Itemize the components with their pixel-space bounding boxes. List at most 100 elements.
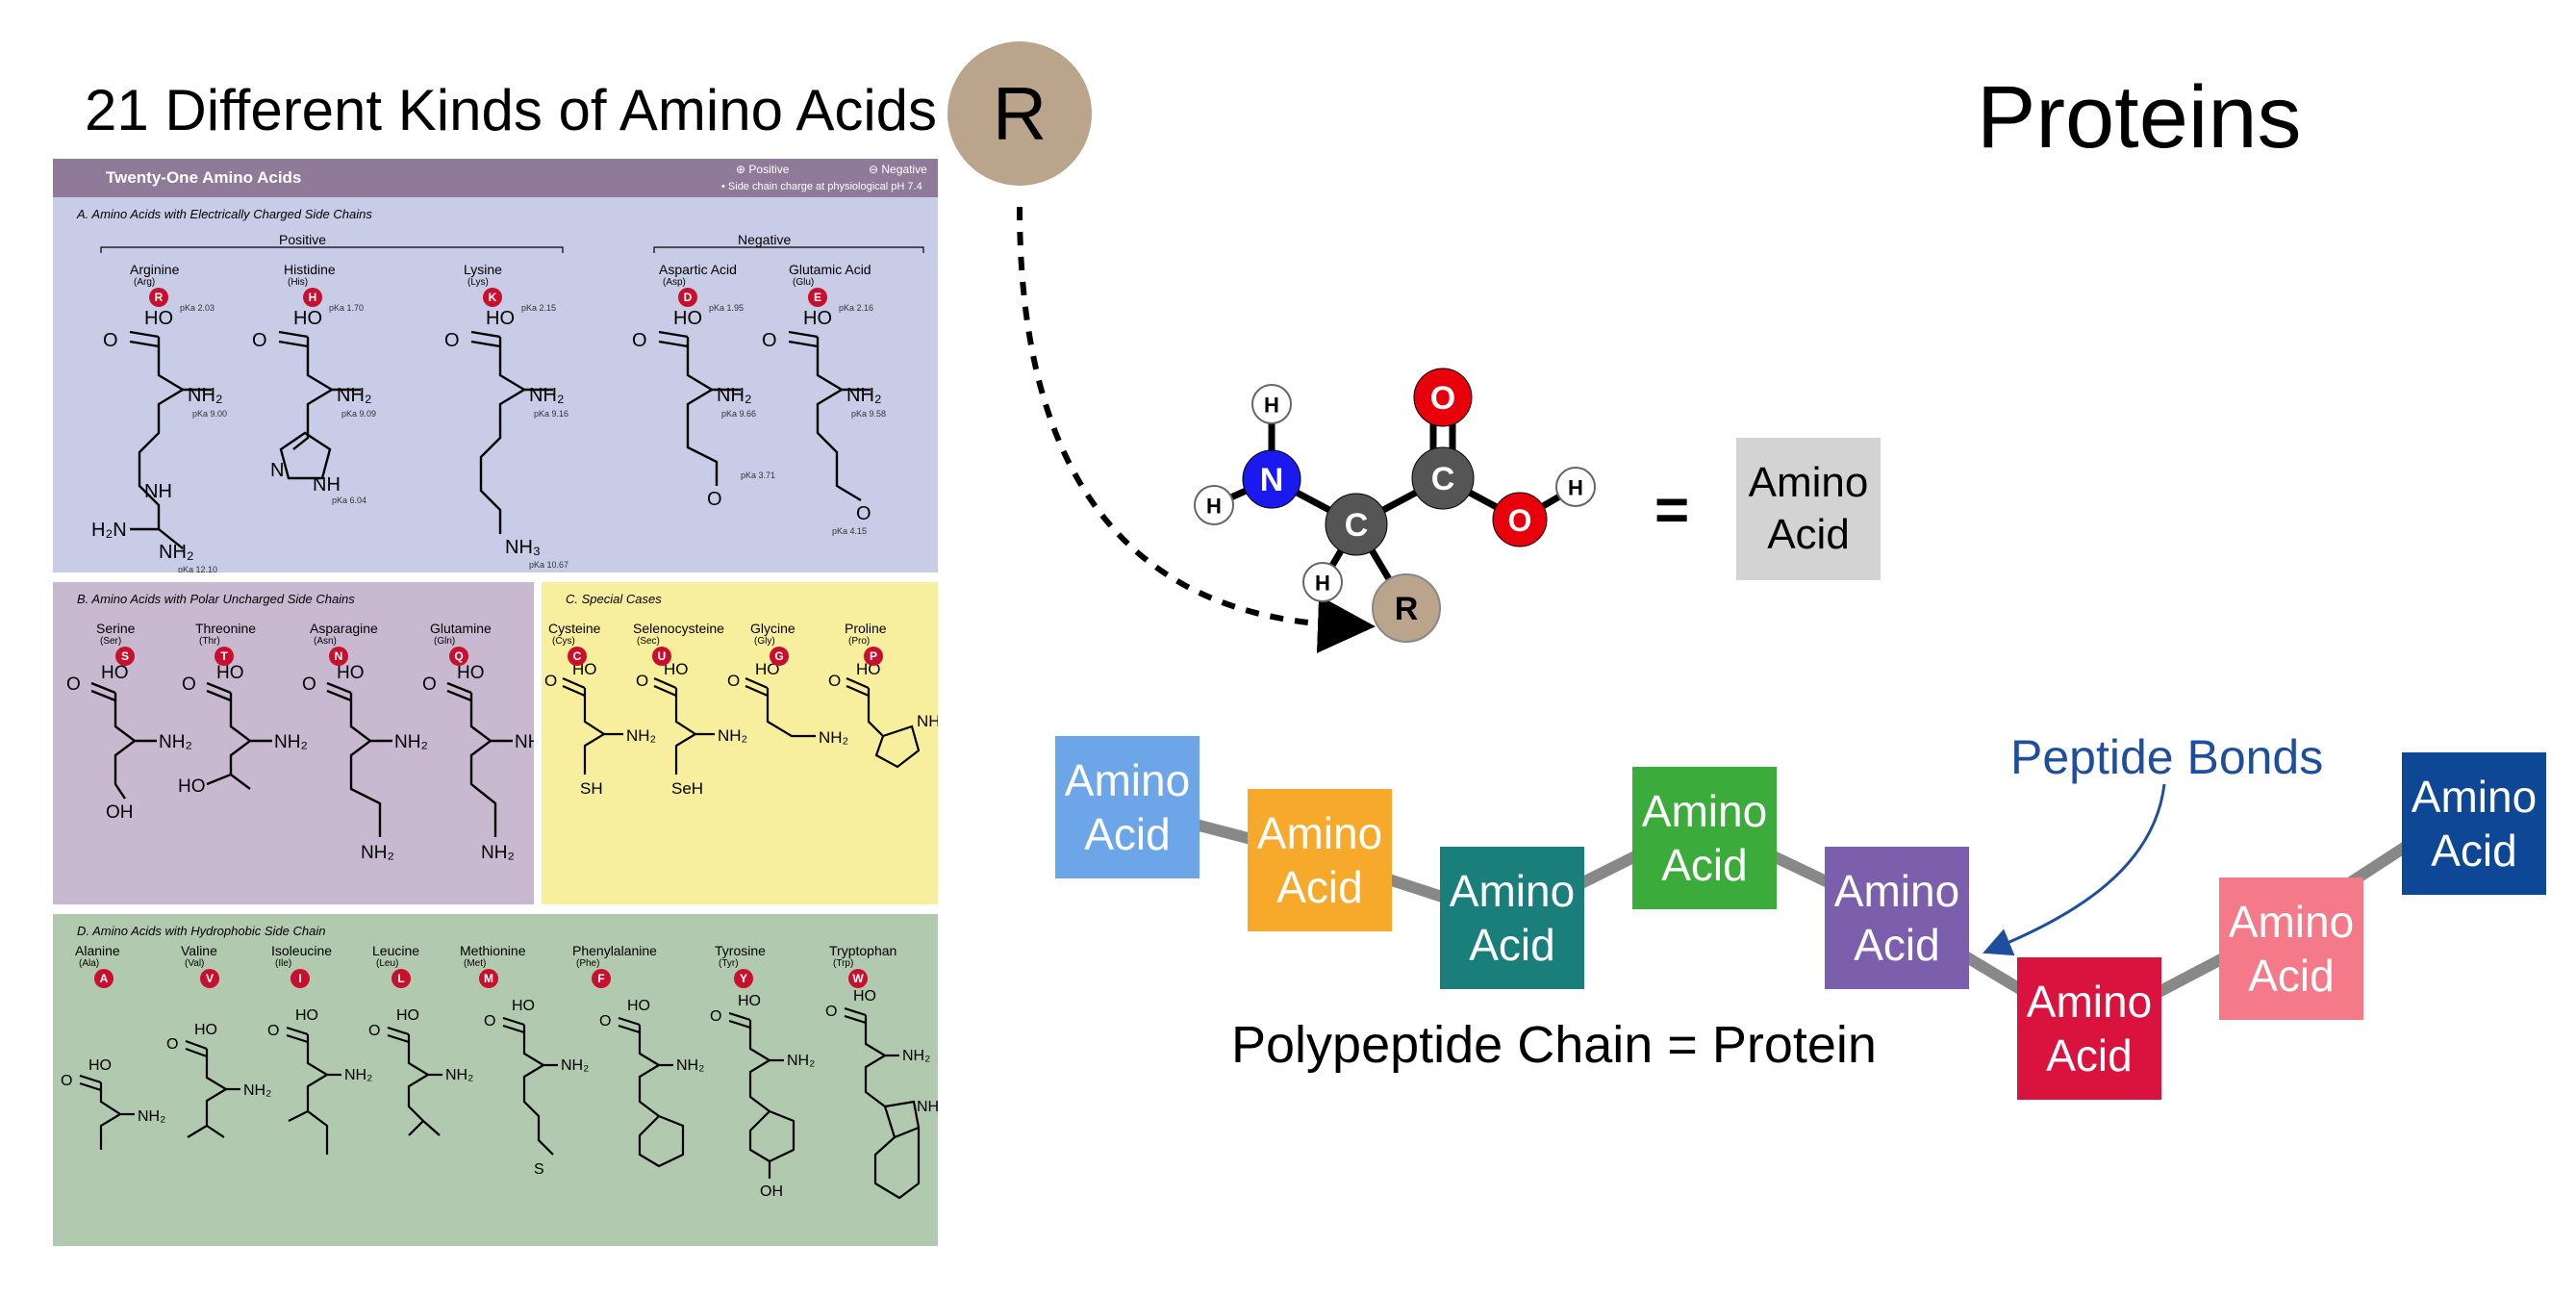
block-line2: Acid [2431,826,2517,876]
svg-text:O: O [267,1023,279,1039]
atom-label: H [1206,495,1222,519]
amino-acid-name: Tryptophan [829,943,897,958]
svg-text:HO: HO [194,1022,217,1038]
carbon-atom [1411,446,1475,510]
atom-label: H [1315,572,1330,596]
block-line1: Amino [1064,755,1191,805]
amino-acid-name: Glycine [750,621,796,636]
svg-text:NH: NH [144,481,172,502]
atom-label: H [1264,394,1279,418]
amino-acid-glutamic: Glutamic Acid(Glu)E [789,262,871,307]
amino-acid-cysteine: Cysteine(Cys)C [548,621,600,666]
amino-acid-name: Valine [181,943,217,958]
svg-text:NH₂: NH₂ [138,1108,165,1125]
amino-acid-abbr: (Met) [464,958,487,969]
section-title: C. Special Cases [566,592,662,606]
svg-text:O: O [727,672,740,690]
svg-text:O: O [599,1013,611,1030]
hydrogen-atom [1251,384,1292,424]
svg-text:NH₂: NH₂ [902,1048,930,1064]
atom-label: O [1430,380,1455,417]
svg-text:NH₂: NH₂ [718,726,747,745]
svg-text:HO: HO [664,660,689,678]
block-line2: Acid [2248,951,2335,1001]
atom-label: R [1395,591,1419,627]
svg-text:O: O [66,674,81,695]
block-line1: Amino [1256,808,1383,858]
amino-acid-leucine: Leucine(Leu)L [372,943,419,988]
amino-acid-name: Aspartic Acid [659,262,737,277]
svg-text:HO: HO [295,1007,318,1024]
amino-acid-code: V [200,969,219,988]
atom-label: C [1431,461,1455,497]
amino-acid-code: R [149,288,168,307]
amino-acid-abbr: (Arg) [134,277,156,288]
svg-text:NH₂: NH₂ [274,732,308,752]
atom-label: O [1508,503,1532,538]
amino-acid-name: Methionine [460,943,526,958]
amino-acid-serine: Serine(Ser)S [96,621,135,666]
svg-text:pKa 2.03: pKa 2.03 [180,303,215,313]
amino-acid-abbr: (Val) [185,958,205,969]
amino-acid-abbr: (His) [288,277,309,288]
amino-acid-name: Proline [845,621,887,636]
svg-text:NH₂: NH₂ [515,732,534,752]
section-title: B. Amino Acids with Polar Uncharged Side… [77,592,355,606]
block-line1: Amino [2411,772,2538,822]
amino-acid-abbr: (Phe) [576,958,600,969]
block-line1: Amino [1641,786,1768,836]
amino-acid-code: H [303,288,322,307]
svg-text:N: N [270,460,284,481]
svg-text:NH₂: NH₂ [188,385,223,406]
peptide-bonds-label: Peptide Bonds [2010,730,2324,784]
svg-text:O: O [544,672,557,690]
svg-text:NH₂: NH₂ [561,1057,589,1074]
section-polar: B. Amino Acids with Polar Uncharged Side… [53,582,534,904]
negative-legend: ⊖ Negative [869,163,927,176]
oxygen-atom [1492,492,1548,547]
amino-acid-abbr: (Asn) [314,636,337,647]
svg-text:NH₂: NH₂ [626,726,656,745]
svg-text:SH: SH [580,779,603,798]
amino-acid-code: P [864,647,883,666]
amino-acid-histidine: Histidine(His)H [284,262,336,307]
block-line2: Acid [1854,920,1940,970]
amino-acid-alanine: Alanine(Ala)A [75,943,120,988]
amino-acid-name: Selenocysteine [633,621,724,636]
block-line2: Acid [1084,809,1171,859]
equals-sign: = [1654,477,1690,544]
amino-acid-code: U [652,647,671,666]
svg-text:HO: HO [337,663,365,683]
amino-acid-name: Lysine [464,262,502,277]
positive-group-label: Positive [279,232,327,247]
amino-acid-code: S [115,647,135,666]
svg-text:HO: HO [803,308,832,329]
amino-acid-name: Asparagine [310,621,378,636]
carbon-atom [1325,493,1388,556]
svg-text:NH₂: NH₂ [819,728,848,747]
svg-text:NH₂: NH₂ [445,1067,473,1083]
amino-acid-name: Isoleucine [271,943,333,958]
atom-label: H [1568,476,1583,500]
amino-acid-name: Glutamic Acid [789,262,871,277]
svg-text:NH₂: NH₂ [159,542,194,563]
svg-text:O: O [61,1073,72,1089]
proteins-title: Proteins [1977,68,2302,166]
amino-acid-name: Arginine [130,262,180,277]
svg-text:HO: HO [853,988,876,1005]
amino-acid-proline: Proline(Pro)P [845,621,887,666]
amino-acid-tyrosine: Tyrosine(Tyr)Y [715,943,766,988]
svg-text:HO: HO [486,308,515,329]
amino-acid-name: Glutamine [430,621,492,636]
r-group-badge: R [947,41,1092,186]
amino-acid-code: K [483,288,502,307]
box-line1: Amino [1748,459,1869,506]
amino-acid-abbr: (Cys) [552,636,575,647]
amino-acid-abbr: (Gly) [754,636,775,647]
svg-text:NH₃: NH₃ [505,537,541,558]
svg-text:O: O [302,674,316,695]
